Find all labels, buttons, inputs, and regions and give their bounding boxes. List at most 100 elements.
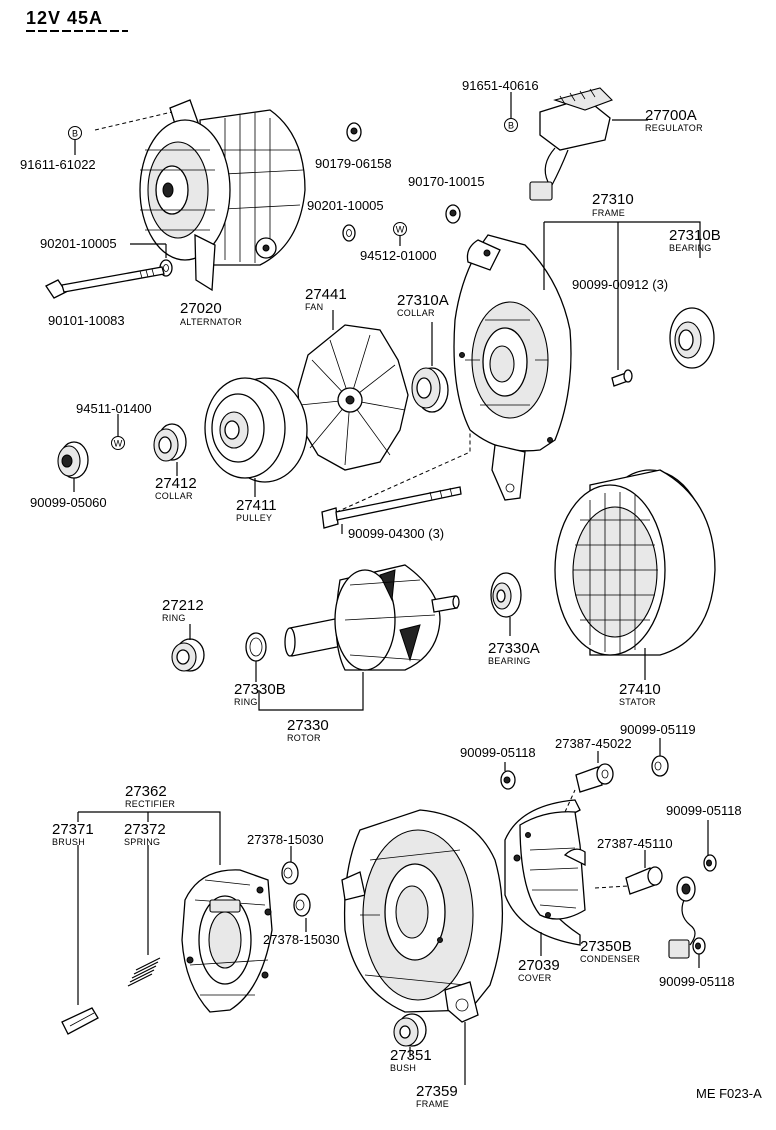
part-number-90099-05119: 90099-05119 xyxy=(620,722,696,737)
part-name-cover: COVER xyxy=(518,973,552,983)
condenser-27350B-drawing xyxy=(668,876,696,959)
label-27330A: 27330A BEARING xyxy=(488,640,540,666)
part-number-90099-05060: 90099-05060 xyxy=(30,495,107,510)
stator-27410-drawing xyxy=(554,469,716,656)
label-90099-05118-a: 90099-05118 xyxy=(460,745,536,760)
part-number-27441: 27441 xyxy=(305,286,347,303)
part-number-27372: 27372 xyxy=(124,821,166,838)
label-27372: 27372 SPRING xyxy=(124,821,166,847)
part-name-alternator: ALTERNATOR xyxy=(180,317,242,327)
ring-27330B-drawing xyxy=(245,632,267,662)
label-90101-10083: 90101-10083 xyxy=(48,313,125,328)
part-number-90099-05118-b: 90099-05118 xyxy=(666,803,742,818)
part-name-ring: RING xyxy=(162,613,186,623)
label-94512-01000: 94512-01000 xyxy=(360,248,437,263)
part-number-27378-15030-a: 27378-15030 xyxy=(247,832,324,847)
part-number-90170-10015: 90170-10015 xyxy=(408,174,485,189)
bush-27351-drawing xyxy=(393,1013,427,1047)
label-27330: 27330 ROTOR xyxy=(287,717,329,743)
fan-27441-drawing xyxy=(297,324,409,471)
part-number-91611-61022: 91611-61022 xyxy=(20,157,96,172)
w-marker-1-text: W xyxy=(396,225,405,235)
alternator-assembly-drawing xyxy=(139,99,306,292)
label-27212: 27212 RING xyxy=(162,597,204,623)
part-name-fan: FAN xyxy=(305,302,323,312)
insulator-27378-b-drawing xyxy=(293,893,311,917)
nut-90170-drawing xyxy=(445,204,461,224)
spring-27372-drawing xyxy=(127,957,161,987)
insulator-27378-a-drawing xyxy=(281,861,299,885)
part-name-bearing-a: BEARING xyxy=(488,656,531,666)
ring-27212-drawing xyxy=(171,638,205,672)
part-number-27371: 27371 xyxy=(52,821,94,838)
part-number-27350B: 27350B xyxy=(580,938,632,955)
label-27411: 27411 PULLEY xyxy=(236,497,277,523)
through-bolt-90101-drawing xyxy=(45,266,165,299)
part-name-collar: COLLAR xyxy=(155,491,193,501)
label-27412: 27412 COLLAR xyxy=(155,475,197,501)
b-marker-2-text: B xyxy=(508,121,514,131)
rectifier-bracket-leader xyxy=(78,811,221,865)
washer-90201-top-drawing xyxy=(342,224,356,242)
label-90099-05118-c: 90099-05118 xyxy=(659,974,735,989)
part-name-rotor: ROTOR xyxy=(287,733,321,743)
rotor-27330-drawing xyxy=(284,564,460,671)
collar-27310A-drawing xyxy=(411,367,449,413)
label-27378-15030-b: 27378-15030 xyxy=(263,932,340,947)
label-27410: 27410 STATOR xyxy=(619,681,661,707)
brush-27371-drawing xyxy=(61,1007,99,1035)
part-number-27351: 27351 xyxy=(390,1047,432,1064)
label-90099-04300: 90099-04300 (3) xyxy=(348,526,444,541)
part-number-27039: 27039 xyxy=(518,957,560,974)
part-number-27362: 27362 xyxy=(125,783,167,800)
w-marker-2: W xyxy=(111,436,125,450)
label-27441: 27441 FAN xyxy=(305,286,347,312)
part-name-condenser: CONDENSER xyxy=(580,954,640,964)
frame-bracket-leader xyxy=(544,221,701,258)
part-name-ring-b: RING xyxy=(234,697,258,707)
part-name-pulley: PULLEY xyxy=(236,513,272,523)
part-name-bush: BUSH xyxy=(390,1063,416,1073)
part-number-27212: 27212 xyxy=(162,597,204,614)
label-27351: 27351 BUSH xyxy=(390,1047,432,1073)
label-91611-61022: 91611-61022 xyxy=(20,157,96,172)
nut-05118-c-drawing xyxy=(692,937,706,955)
rotor-bracket-leader xyxy=(258,672,364,711)
b-marker-1: B xyxy=(68,126,82,140)
bearing-27330A-drawing xyxy=(490,572,522,618)
label-90201-10005-b: 90201-10005 xyxy=(40,236,117,251)
label-27371: 27371 BRUSH xyxy=(52,821,94,847)
part-number-27412: 27412 xyxy=(155,475,197,492)
b-marker-leader xyxy=(94,111,173,131)
label-27310B: 27310B BEARING xyxy=(669,227,721,253)
screw-90099-00912-drawing xyxy=(611,369,633,387)
bearing-27310B-drawing xyxy=(669,307,715,369)
nut-90099-05060-drawing xyxy=(57,441,89,479)
part-number-27310: 27310 xyxy=(592,191,634,208)
label-27310: 27310 FRAME xyxy=(592,191,634,218)
label-27350B: 27350B CONDENSER xyxy=(580,938,640,964)
part-name-frame-rear: FRAME xyxy=(416,1099,449,1109)
terminal-45110-dash xyxy=(594,885,629,889)
nut-05118-b-drawing xyxy=(703,854,717,872)
label-27700A: 27700A REGULATOR xyxy=(645,107,703,133)
part-number-90099-05118-a: 90099-05118 xyxy=(460,745,536,760)
label-27362: 27362 RECTIFIER xyxy=(125,783,175,809)
pulley-27411-drawing xyxy=(204,377,308,483)
part-number-94512-01000: 94512-01000 xyxy=(360,248,437,263)
label-90099-05060: 90099-05060 xyxy=(30,495,107,510)
part-number-27330B: 27330B xyxy=(234,681,286,698)
part-number-90099-00912: 90099-00912 (3) xyxy=(572,277,668,292)
part-number-27330A: 27330A xyxy=(488,640,540,657)
nut-05119-drawing xyxy=(651,755,669,777)
b-marker-1-text: B xyxy=(72,129,78,139)
part-name-frame: FRAME xyxy=(592,208,625,218)
part-number-27387-45110: 27387-45110 xyxy=(597,836,673,851)
part-number-27410: 27410 xyxy=(619,681,661,698)
part-number-27020: 27020 xyxy=(180,300,222,317)
label-94511-01400: 94511-01400 xyxy=(76,401,152,416)
part-name-regulator: REGULATOR xyxy=(645,123,703,133)
label-27020: 27020 ALTERNATOR xyxy=(180,300,242,327)
part-number-90179-06158: 90179-06158 xyxy=(315,156,392,171)
